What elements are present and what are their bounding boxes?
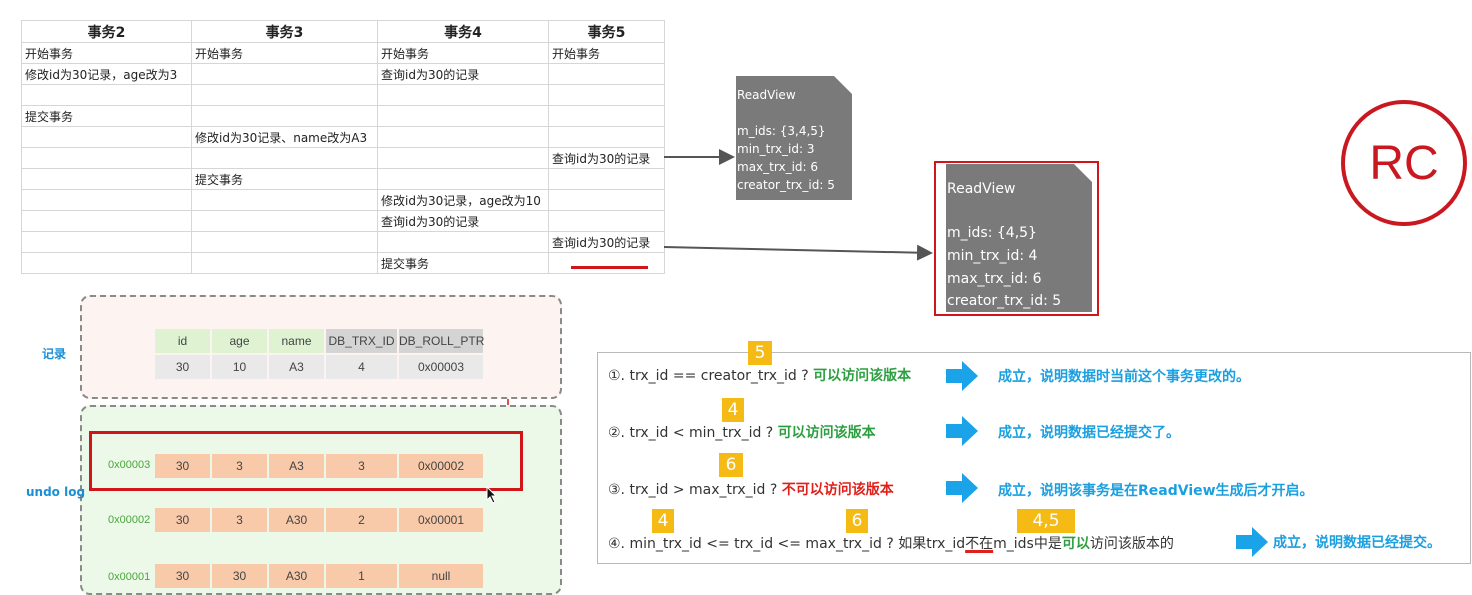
rc-badge: RC [1341,100,1467,226]
rule-verdict: 可以访问该版本 [777,425,876,441]
record-header-id: id [155,329,210,353]
arrow-to-readview2 [663,244,933,261]
readview-title: ReadView [737,88,796,102]
rule-verdict: 可以访问该版本 [813,368,912,384]
highlight-underline [571,266,648,269]
record-header-db-roll-ptr: DB_ROLL_PTR [399,329,484,353]
table-cell: 提交事务 [377,252,549,274]
undo-row-highlight [89,431,523,491]
undo-log-label: undo log [26,485,86,499]
rule-condition: ③. trx_id > max_trx_id ? [608,482,782,498]
transaction-table: 事务2 事务3 事务4 事务5 开始事务开始事务开始事务开始事务 修改id为30… [21,20,665,274]
readview-2: ReadView m_ids: {4,5} min_trx_id: 4 max_… [946,164,1092,312]
undo-value: A3 [269,454,324,478]
readview-min-trx-id: min_trx_id: 4 [947,248,1038,264]
table-row: 提交事务 [21,252,665,274]
readview-m-ids: m_ids: {4,5} [947,225,1037,241]
undo-log-zone [80,405,562,595]
undo-value: 0x00001 [399,508,483,532]
rule-4: ④. min_trx_id <= trx_id <= max_trx_id ? … [608,533,1174,553]
table-row: 查询id为30的记录 [21,147,665,169]
table-cell: 查询id为30的记录 [377,210,549,232]
undo-value: 30 [155,454,210,478]
readview-title: ReadView [947,181,1016,197]
right-arrow-icon [946,361,978,391]
rule-negation: 不在 [965,536,994,552]
table-row [21,84,665,106]
folded-corner [834,76,852,94]
record-header-age: age [212,329,267,353]
rule-result: 成立，说明数据已经提交。 [1273,535,1441,551]
undo-value: 30 [155,508,210,532]
rule-1: ①. trx_id == creator_trx_id ? 可以访问该版本 [608,365,911,385]
undo-address: 0x00001 [108,571,151,583]
value-tag: 6 [846,509,868,533]
rule-verdict: 不可以访问该版本 [781,482,894,498]
readview-1: ReadView m_ids: {3,4,5} min_trx_id: 3 ma… [736,76,852,200]
readview-max-trx-id: max_trx_id: 6 [947,271,1042,287]
right-arrow-icon [1236,527,1268,557]
folded-corner [1074,164,1092,182]
rule-result: 成立，说明该事务是在ReadView生成后才开启。 [998,483,1314,499]
value-tag: 4,5 [1017,509,1075,533]
value-tag: 4 [722,398,744,422]
value-tag: 6 [719,453,743,477]
undo-value: 3 [326,454,397,478]
undo-value: 3 [212,454,267,478]
undo-value: 30 [212,564,267,588]
record-label: 记录 [42,347,67,361]
undo-value: 2 [326,508,397,532]
readview-min-trx-id: min_trx_id: 3 [737,142,815,156]
undo-value: 30 [155,564,210,588]
table-cell: 修改id为30记录，age改为10 [377,189,549,211]
undo-value: A30 [269,508,324,532]
record-header-db-trx-id: DB_TRX_ID [326,329,397,353]
right-arrow-icon [946,416,978,446]
table-row: 查询id为30的记录 [21,231,665,253]
readview-creator-trx-id: creator_trx_id: 5 [737,178,835,192]
value-tag: 5 [748,341,772,365]
value-tag: 4 [652,509,674,533]
rule-condition: ②. trx_id < min_trx_id ? [608,425,778,441]
readview-m-ids: m_ids: {3,4,5} [737,124,826,138]
rule-verdict: 可以 [1061,536,1090,552]
rule-3: ③. trx_id > max_trx_id ? 不可以访问该版本 [608,479,894,499]
rule-result: 成立，说明数据时当前这个事务更改的。 [998,369,1250,385]
undo-value: 3 [212,508,267,532]
readview-2-highlight [934,161,1099,316]
rule-result: 成立，说明数据已经提交了。 [998,425,1180,441]
right-arrow-icon [946,473,978,503]
record-value: 30 [155,355,210,379]
table-cell: 开始事务 [21,42,192,64]
record-value: 0x00003 [399,355,483,379]
table-cell: 查询id为30的记录 [548,147,665,169]
rule-condition: ④. min_trx_id <= trx_id <= max_trx_id ? … [608,536,966,552]
undo-value: 1 [326,564,397,588]
table-row: 修改id为30记录、name改为A3 [21,126,665,148]
rule-2: ②. trx_id < min_trx_id ? 可以访问该版本 [608,422,876,442]
record-value: 10 [212,355,267,379]
undo-address: 0x00002 [108,514,151,526]
mouse-cursor-icon [486,486,498,504]
record-value: 4 [326,355,397,379]
undo-address: 0x00003 [108,459,151,471]
rule-condition: ①. trx_id == creator_trx_id ? [608,368,814,384]
visibility-rules-box [597,352,1471,564]
readview-creator-trx-id: creator_trx_id: 5 [947,293,1062,309]
record-header-name: name [269,329,324,353]
undo-value: 0x00002 [399,454,483,478]
record-value: A3 [269,355,324,379]
rule-condition-end: 访问该版本的 [1089,536,1174,552]
readview-max-trx-id: max_trx_id: 6 [737,160,819,174]
undo-value: null [399,564,483,588]
rule-condition-tail: m_ids中是 [993,536,1062,552]
undo-value: A30 [269,564,324,588]
